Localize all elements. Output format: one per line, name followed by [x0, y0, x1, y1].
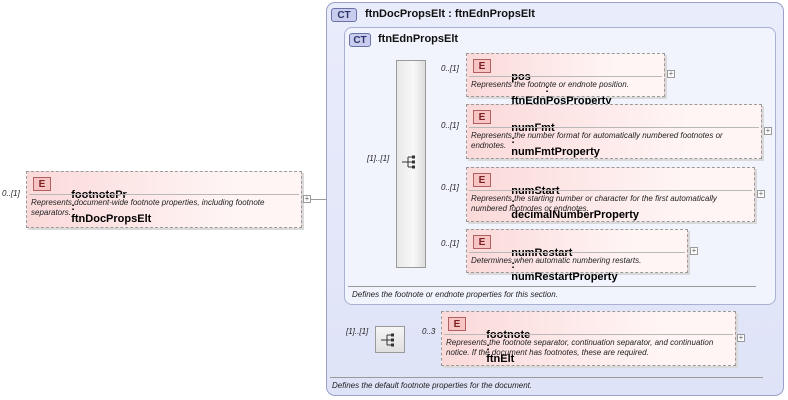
root-element-label: footnotePr : ftnDocPropsElt: [59, 177, 151, 237]
root-colon: :: [71, 201, 75, 213]
outer-ct-title: ftnDocPropsElt : ftnEdnPropsElt: [365, 8, 535, 20]
element-doc: Represents the number format for automat…: [471, 131, 723, 150]
element-colon: :: [511, 197, 515, 209]
expand-icon-pos[interactable]: +: [667, 69, 675, 78]
element-name: footnote: [486, 329, 531, 341]
element-box-footnote[interactable]: E footnote : ftnElt Represents the footn…: [441, 311, 736, 366]
expand-icon-numrestart[interactable]: +: [690, 246, 698, 255]
separator: [469, 252, 685, 253]
element-name: pos: [511, 71, 531, 83]
footnote-sequence-cardinality: [1]..[1]: [346, 327, 369, 336]
root-element-doc: Represents document-wide footnote proper…: [31, 198, 265, 217]
element-type: decimalNumberProperty: [511, 209, 639, 221]
root-expand-icon[interactable]: +: [303, 194, 311, 203]
numstart-cardinality: 0..[1]: [441, 183, 459, 192]
root-element-box[interactable]: E footnotePr : ftnDocPropsElt Represents…: [26, 171, 302, 228]
sequence-cardinality: [1]..[1]: [367, 154, 390, 163]
element-name: numRestart: [511, 247, 573, 259]
root-connector: [310, 199, 336, 200]
root-cardinality: 0..[1]: [2, 189, 20, 198]
element-label-numrestart: numRestart : numRestartProperty: [499, 235, 618, 295]
element-box-numrestart[interactable]: E numRestart : numRestartProperty Determ…: [466, 229, 688, 283]
complex-type-badge-icon: CT: [349, 33, 371, 47]
element-badge: E: [473, 59, 491, 73]
outer-ct-doc: Defines the default footnote properties …: [332, 381, 533, 390]
element-type: numRestartProperty: [511, 271, 618, 283]
element-doc: Represents the footnote separator, conti…: [446, 338, 714, 357]
element-doc: Determines when automatic numbering rest…: [471, 256, 642, 265]
root-element-type: ftnDocPropsElt: [71, 213, 152, 225]
element-badge: E: [473, 110, 491, 124]
footnote-cardinality: 0..3: [422, 327, 436, 336]
element-colon: :: [545, 83, 549, 95]
sequence-icon: [402, 155, 415, 169]
element-name: numFmt: [511, 122, 555, 134]
element-type: numFmtProperty: [511, 146, 600, 158]
separator: [444, 334, 733, 335]
element-label-numstart: numStart : decimalNumberProperty: [499, 173, 639, 233]
separator: [469, 190, 752, 191]
element-colon: :: [511, 259, 515, 271]
element-box-numstart[interactable]: E numStart : decimalNumberProperty Repre…: [466, 167, 755, 222]
numrestart-cardinality: 0..[1]: [441, 239, 459, 248]
element-badge: E: [473, 235, 491, 249]
inner-ct-doc: Defines the footnote or endnote properti…: [352, 290, 558, 299]
element-badge: E: [448, 317, 466, 331]
separator: [469, 76, 662, 77]
separator: [469, 127, 759, 128]
expand-icon-footnote[interactable]: +: [737, 333, 745, 342]
pos-cardinality: 0..[1]: [441, 64, 459, 73]
footnote-sequence-compositor[interactable]: [375, 326, 405, 353]
element-box-pos[interactable]: E pos : ftnEdnPosProperty Represents the…: [466, 53, 665, 107]
inner-ct-doc-separator: [348, 286, 756, 287]
sequence-icon: [381, 333, 394, 347]
element-badge: E: [33, 177, 51, 191]
element-colon: :: [486, 341, 490, 353]
numfmt-cardinality: 0..[1]: [441, 121, 459, 130]
element-label-footnote: footnote : ftnElt: [474, 317, 530, 377]
element-doc: Represents the starting number or charac…: [471, 194, 717, 213]
sequence-compositor[interactable]: [396, 60, 426, 268]
element-type: ftnElt: [486, 353, 515, 365]
complex-type-badge-icon: CT: [331, 8, 357, 22]
inner-ct-title: ftnEdnPropsElt: [378, 33, 459, 45]
outer-ct-doc-separator: [330, 377, 763, 378]
expand-icon-numstart[interactable]: +: [757, 189, 765, 198]
element-label-numfmt: numFmt : numFmtProperty: [499, 110, 600, 170]
element-box-numfmt[interactable]: E numFmt : numFmtProperty Represents the…: [466, 104, 762, 159]
expand-icon-numfmt[interactable]: +: [764, 126, 772, 135]
element-colon: :: [511, 134, 515, 146]
element-badge: E: [473, 173, 491, 187]
root-element-name: footnotePr: [71, 189, 127, 201]
element-name: numStart: [511, 185, 560, 197]
separator: [29, 194, 299, 195]
element-doc: Represents the footnote or endnote posit…: [471, 80, 629, 89]
